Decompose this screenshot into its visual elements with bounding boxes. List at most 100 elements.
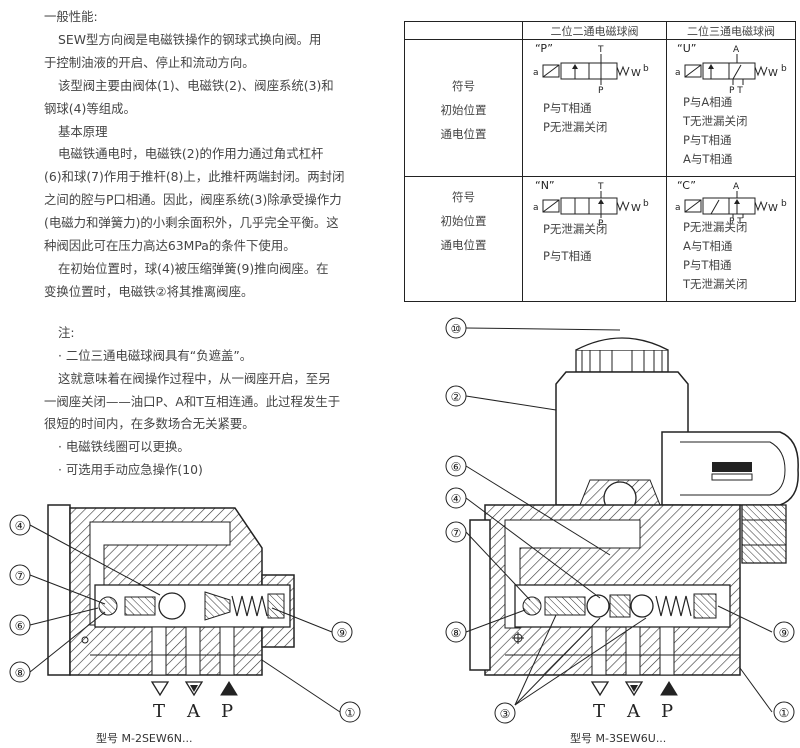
callout-10: ⑩ (451, 322, 462, 336)
right-callouts (445, 317, 795, 724)
label-symbol: 符号 (452, 190, 475, 205)
paragraph: 一阀座关闭——油口P、A和T互相连通。此过程发生于 (44, 393, 341, 409)
callout-8: ⑧ (451, 626, 462, 640)
state-text: P与T相通 (543, 249, 592, 264)
sym-W: W (768, 68, 778, 79)
label-symbol: 符号 (452, 79, 475, 93)
callout-9: ⑨ (779, 626, 790, 640)
port-T: T (593, 701, 605, 722)
col-header-2way: 二位二通电磁球阀 (522, 21, 667, 40)
paragraph: (电磁力和弹簧力)的小剩余面积外，几乎完全平衡。这 (44, 215, 339, 231)
callout-8: ⑧ (15, 666, 26, 680)
callout-6: ⑥ (15, 619, 26, 633)
paragraph: 很短的时间内，在多数场合无关紧要。 (44, 416, 255, 432)
sym-b: b (781, 64, 787, 74)
port-P: P (661, 701, 673, 722)
valve-symbol-table: 二位二通电磁球阀 二位三通电磁球阀 符号 初始位置 通电位置 “P” T a (404, 21, 796, 302)
label-energized: 通电位置 (440, 238, 487, 253)
code-label: “N” (535, 179, 555, 192)
note-label: 注: (58, 324, 75, 340)
sym-a: a (675, 203, 681, 213)
paragraph: 变换位置时，电磁铁②将其推离阀座。 (44, 283, 254, 299)
sym-W: W (631, 68, 641, 79)
state-text: A与T相通 (683, 152, 733, 166)
left-callout-labels: ④ ⑦ ⑥ ⑧ ⑨ ① (15, 519, 356, 720)
note-item: · 可选用手动应急操作(10) (58, 462, 203, 478)
code-label: “C” (677, 179, 696, 192)
paragraph: 这就意味着在阀操作过程中，从一阀座开启，至另 (58, 370, 331, 386)
subheading: 基本原理 (58, 123, 108, 139)
cell-C: “C” A a W b P T P无泄漏关闭 A与T相通 P与T相通 T无泄漏 (666, 176, 796, 302)
paragraph: 种阀因此可在压力高达63MPa的条件下使用。 (44, 238, 296, 254)
cell-U: “U” A a W b P T P与A相通 T无泄漏关闭 P与T相通 A与T相 (666, 38, 796, 178)
col-header-3way: 二位三通电磁球阀 (666, 21, 796, 40)
callout-6: ⑥ (451, 460, 462, 474)
port-T: T (153, 701, 165, 722)
callout-2: ② (451, 390, 462, 404)
paragraph: 该型阀主要由阀体(1)、电磁铁(2)、阀座系统(3)和 (58, 77, 334, 93)
valve-symbol-U: “U” A a W b P T (675, 42, 787, 93)
right-callout-labels: ⑩ ② ⑥ ④ ⑦ ⑧ ⑨ ③ ① (451, 322, 790, 721)
left-port-symbols: T A P (150, 681, 238, 722)
port-P: P (221, 701, 233, 722)
state-text: P与T相通 (683, 133, 732, 147)
paragraph: 电磁铁通电时，电磁铁(2)的作用力通过角式杠杆 (58, 146, 324, 162)
valve-symbol-P: “P” T a W b P (533, 42, 649, 93)
state-text: P无泄漏关闭 (543, 120, 608, 134)
label-initial: 初始位置 (440, 214, 487, 229)
right-port-symbols: T A P (590, 681, 678, 722)
sym-a: a (675, 68, 681, 78)
left-valve-section (47, 504, 295, 676)
port-label: P T (729, 86, 743, 93)
state-text: P与T相通 (683, 258, 732, 273)
port-label: T (597, 45, 604, 55)
state-text: T无泄漏关闭 (683, 277, 748, 292)
state-text: P与A相通 (683, 95, 733, 109)
sym-W: W (631, 203, 641, 214)
label-initial: 初始位置 (440, 103, 487, 117)
state-text: P无泄漏关闭 (683, 220, 748, 235)
paragraph: 于控制油液的开启、停止和流动方向。 (44, 54, 255, 70)
cell-N: “N” T a W b P P无泄漏关闭 P与T相通 (522, 176, 667, 302)
paragraph: 在初始位置时，球(4)被压缩弹簧(9)推向阀座。在 (58, 260, 329, 276)
code-label: “P” (535, 42, 553, 55)
row-labels: 符号 初始位置 通电位置 (404, 38, 523, 178)
valve-symbol-N: “N” T a W b P (533, 179, 649, 226)
callout-1: ① (779, 706, 790, 720)
description-text: 一般性能: SEW型方向阀是电磁铁操作的钢球式换向阀。用 于控制油液的开启、停止… (44, 6, 389, 482)
sym-a: a (533, 68, 539, 78)
label-energized: 通电位置 (440, 127, 487, 141)
callout-4: ④ (15, 519, 26, 533)
valve-symbol-C: “C” A a W b P T (675, 179, 787, 224)
left-callouts (9, 514, 361, 723)
state-text: P无泄漏关闭 (543, 222, 608, 237)
note-item: · 电磁铁线圈可以更换。 (58, 439, 190, 455)
sym-b: b (643, 199, 649, 209)
callout-7: ⑦ (451, 526, 462, 540)
port-A: A (186, 701, 201, 722)
code-label: “U” (677, 42, 696, 55)
sym-b: b (781, 199, 787, 209)
callout-4: ④ (451, 492, 462, 506)
port-label: A (733, 45, 740, 55)
port-label: A (733, 182, 740, 192)
paragraph: SEW型方向阀是电磁铁操作的钢球式换向阀。用 (58, 31, 322, 47)
port-label: T (597, 182, 604, 192)
state-text: T无泄漏关闭 (683, 114, 748, 128)
right-valve-section (469, 337, 799, 676)
state-text: P与T相通 (543, 101, 592, 115)
paragraph: (6)和球(7)作用于推杆(8)上，此推杆两端封闭。两封闭 (44, 169, 345, 185)
port-label: P T (729, 217, 743, 224)
port-label: P (598, 86, 604, 93)
callout-7: ⑦ (15, 569, 26, 583)
row-labels: 符号 初始位置 通电位置 (404, 176, 523, 302)
model-label-right: 型号 M-3SEW6U... (570, 732, 667, 745)
note-item: · 二位三通电磁球阀具有“负遮盖”。 (58, 347, 253, 363)
sym-a: a (533, 203, 539, 213)
heading: 一般性能: (44, 9, 98, 24)
state-text: A与T相通 (683, 239, 733, 254)
port-A: A (626, 701, 641, 722)
paragraph: 钢球(4)等组成。 (44, 100, 136, 116)
callout-9: ⑨ (337, 626, 348, 640)
